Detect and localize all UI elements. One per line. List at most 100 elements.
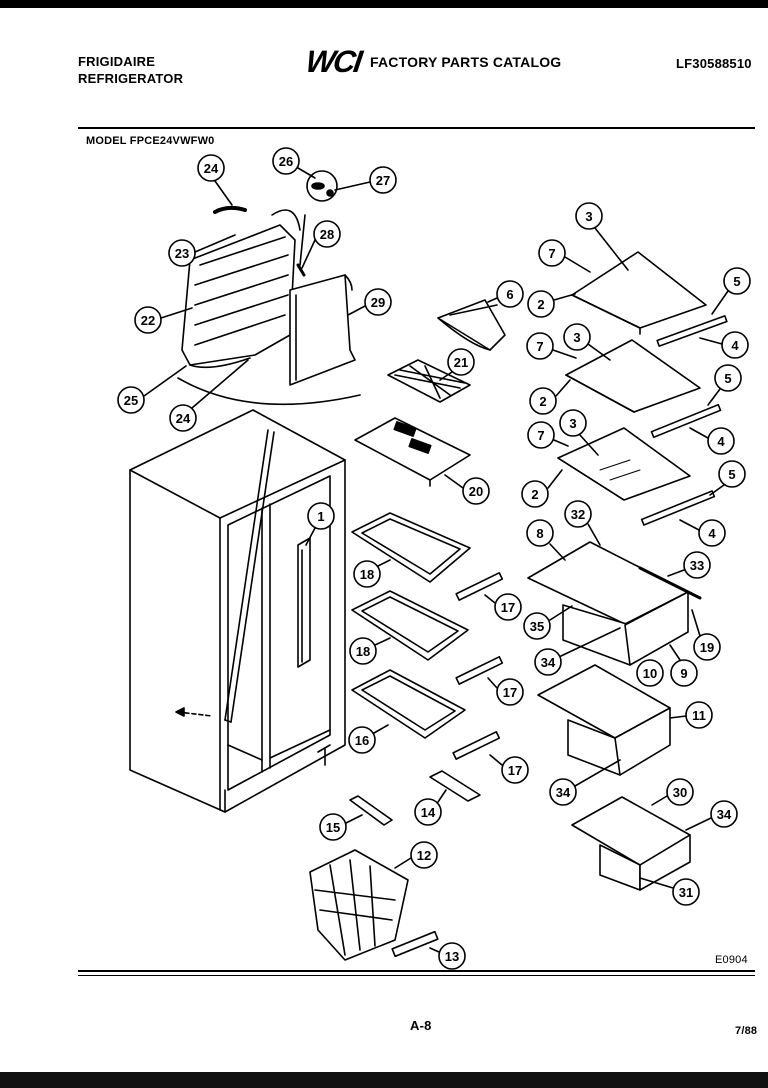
svg-text:3: 3 xyxy=(573,330,580,345)
svg-text:27: 27 xyxy=(376,173,390,188)
svg-text:19: 19 xyxy=(700,640,714,655)
callout-34b: 34 xyxy=(549,759,621,806)
callout-6: 6 xyxy=(487,280,524,308)
callout-24b: 24 xyxy=(169,359,249,432)
svg-text:7: 7 xyxy=(548,246,555,261)
svg-text:3: 3 xyxy=(585,209,592,224)
callout-12: 12 xyxy=(394,841,438,869)
svg-text:28: 28 xyxy=(320,227,334,242)
svg-text:31: 31 xyxy=(679,885,693,900)
svg-text:34: 34 xyxy=(541,655,556,670)
callout-33: 33 xyxy=(667,551,711,579)
callout-17c: 17 xyxy=(489,754,529,784)
svg-text:34: 34 xyxy=(717,807,732,822)
callout-5c: 5 xyxy=(709,460,746,496)
callout-2b: 2 xyxy=(529,379,571,415)
svg-text:17: 17 xyxy=(503,685,517,700)
svg-text:17: 17 xyxy=(501,600,515,615)
svg-text:23: 23 xyxy=(175,246,189,261)
callout-4a: 4 xyxy=(699,331,749,359)
top-border xyxy=(0,0,768,8)
svg-text:2: 2 xyxy=(537,297,544,312)
callout-10: 10 xyxy=(636,659,664,687)
fresh-food-shelves xyxy=(527,251,728,891)
bottom-border xyxy=(0,1072,768,1088)
svg-text:9: 9 xyxy=(680,666,687,681)
callout-7c: 7 xyxy=(527,421,569,449)
callout-24: 24 xyxy=(197,154,233,206)
svg-text:2: 2 xyxy=(531,487,538,502)
svg-text:33: 33 xyxy=(690,558,704,573)
callout-27: 27 xyxy=(334,166,397,194)
footer-rule-thin xyxy=(78,975,755,976)
callout-9: 9 xyxy=(669,644,698,687)
callout-5a: 5 xyxy=(711,267,751,315)
svg-text:18: 18 xyxy=(356,644,370,659)
svg-text:12: 12 xyxy=(417,848,431,863)
svg-text:5: 5 xyxy=(733,274,740,289)
svg-text:4: 4 xyxy=(717,434,725,449)
callout-25: 25 xyxy=(117,365,187,414)
svg-text:10: 10 xyxy=(643,666,657,681)
callout-14: 14 xyxy=(414,789,447,826)
callout-17a: 17 xyxy=(484,593,522,621)
svg-text:14: 14 xyxy=(421,805,436,820)
callout-20: 20 xyxy=(444,474,490,505)
refrigerator-cabinet xyxy=(129,409,346,813)
ice-maker-assembly xyxy=(177,170,361,406)
svg-text:16: 16 xyxy=(355,733,369,748)
callout-3b: 3 xyxy=(563,323,611,361)
callout-34c: 34 xyxy=(685,800,738,831)
svg-text:11: 11 xyxy=(692,708,706,723)
callout-13: 13 xyxy=(429,942,466,970)
model-label: MODEL FPCE24VWFW0 xyxy=(86,135,215,147)
callout-17b: 17 xyxy=(487,677,524,706)
callout-28: 28 xyxy=(301,220,341,269)
svg-text:32: 32 xyxy=(571,507,585,522)
callout-3a: 3 xyxy=(575,202,629,271)
svg-text:26: 26 xyxy=(279,154,293,169)
svg-text:6: 6 xyxy=(506,287,513,302)
callout-35: 35 xyxy=(523,605,573,640)
svg-text:7: 7 xyxy=(537,428,544,443)
svg-text:5: 5 xyxy=(728,467,735,482)
svg-text:1: 1 xyxy=(317,509,324,524)
callout-18a: 18 xyxy=(353,559,391,588)
brand-name: FRIGIDAIRE xyxy=(78,54,156,69)
callout-7a: 7 xyxy=(538,239,591,273)
callout-21: 21 xyxy=(439,348,475,381)
callout-1: 1 xyxy=(305,502,335,546)
product-type: REFRIGERATOR xyxy=(78,71,184,86)
header-rule xyxy=(78,127,755,129)
callout-15: 15 xyxy=(319,813,363,841)
callout-4c: 4 xyxy=(679,519,726,547)
revision-date: 7/88 xyxy=(735,1025,758,1037)
svg-text:7: 7 xyxy=(536,339,543,354)
svg-text:2: 2 xyxy=(539,394,546,409)
callout-7b: 7 xyxy=(526,332,577,360)
callout-4b: 4 xyxy=(689,427,735,455)
callout-19: 19 xyxy=(691,609,721,661)
svg-text:8: 8 xyxy=(536,526,543,541)
callout-34a: 34 xyxy=(534,627,621,676)
svg-text:24: 24 xyxy=(176,411,191,426)
callout-31: 31 xyxy=(639,877,700,906)
svg-text:13: 13 xyxy=(445,949,459,964)
callout-8: 8 xyxy=(526,519,566,561)
svg-text:4: 4 xyxy=(708,526,716,541)
svg-text:29: 29 xyxy=(371,295,385,310)
callout-29: 29 xyxy=(347,288,392,316)
page-number: A-8 xyxy=(410,1018,432,1033)
callout-23: 23 xyxy=(168,234,236,267)
svg-text:22: 22 xyxy=(141,313,155,328)
svg-text:35: 35 xyxy=(530,619,544,634)
callout-2a: 2 xyxy=(527,290,576,318)
callout-16: 16 xyxy=(348,724,389,754)
svg-text:4: 4 xyxy=(731,338,739,353)
catalog-part-number: LF30588510 xyxy=(676,56,752,71)
freezer-shelves xyxy=(309,299,506,961)
callout-30: 30 xyxy=(651,778,694,806)
callout-26: 26 xyxy=(272,147,316,179)
svg-text:34: 34 xyxy=(556,785,571,800)
